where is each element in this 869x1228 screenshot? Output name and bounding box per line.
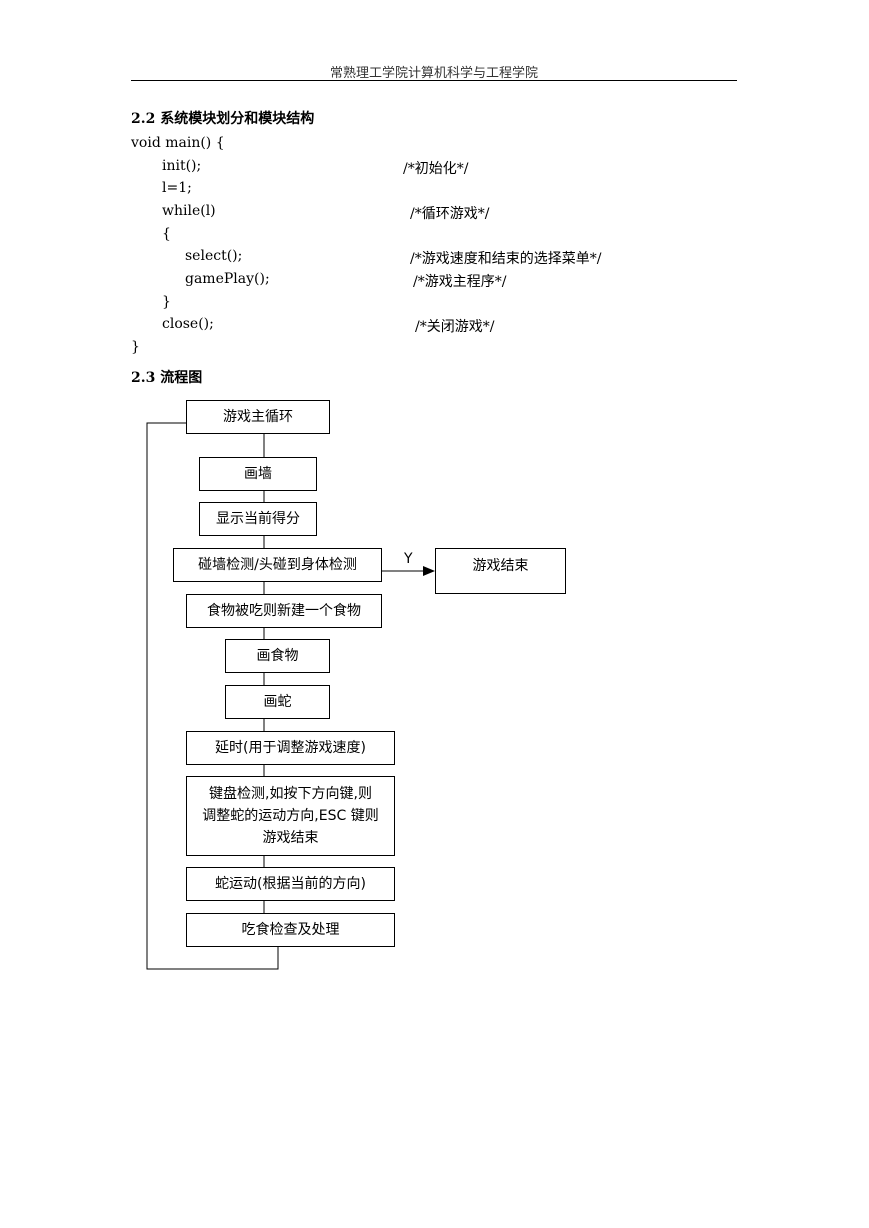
code-line-init: init(); [162,158,202,174]
code-line-gameplay: gamePlay(); [185,271,270,287]
code-line-while: while(l) [162,203,216,219]
section-heading-module-structure: 2.2 系统模块划分和模块结构 [131,111,315,127]
code-line-close: close(); [162,316,214,332]
flow-loop-back-line [146,422,279,970]
flow-box-keyboard-line2: 调整蛇的运动方向,ESC 键则 [202,808,379,824]
code-line-main: void main() { [131,135,225,151]
code-comment-gameplay: /*游戏主程序*/ [413,274,507,290]
code-comment-close: /*关闭游戏*/ [415,319,495,335]
flow-box-show-score: 显示当前得分 [199,502,317,536]
code-comment-select: /*游戏速度和结束的选择菜单*/ [410,251,602,267]
code-comment-while: /*循环游戏*/ [410,206,490,222]
flow-box-draw-food: 画食物 [225,639,330,673]
flow-box-eat-check: 吃食检查及处理 [186,913,395,947]
code-line-assign: l=1; [162,180,192,196]
section-heading-flowchart: 2.3 流程图 [131,370,203,386]
code-comment-init: /*初始化*/ [403,161,469,177]
flow-box-snake-move: 蛇运动(根据当前的方向) [186,867,395,901]
flow-box-draw-wall: 画墙 [199,457,317,491]
flow-yes-label: Y [404,551,413,567]
flow-box-new-food: 食物被吃则新建一个食物 [186,594,382,628]
flow-box-delay: 延时(用于调整游戏速度) [186,731,395,765]
flow-box-keyboard-line1: 键盘检测,如按下方向键,则 [209,786,372,802]
flow-box-main-loop: 游戏主循环 [186,400,330,434]
flow-box-keyboard-line3: 游戏结束 [262,830,319,846]
header-divider [131,80,737,81]
flow-box-draw-snake: 画蛇 [225,685,330,719]
flow-arrow-head [423,566,435,576]
code-line-close-brace: } [162,294,171,310]
flow-box-collision-check: 碰墙检测/头碰到身体检测 [173,548,382,582]
flow-box-game-over: 游戏结束 [435,548,566,594]
code-line-select: select(); [185,248,243,264]
flow-box-keyboard-check: 键盘检测,如按下方向键,则 调整蛇的运动方向,ESC 键则 游戏结束 [186,776,395,856]
code-line-open-brace: { [162,226,171,242]
page-header: 常熟理工学院计算机科学与工程学院 [329,66,538,81]
code-line-end-brace: } [131,339,140,355]
